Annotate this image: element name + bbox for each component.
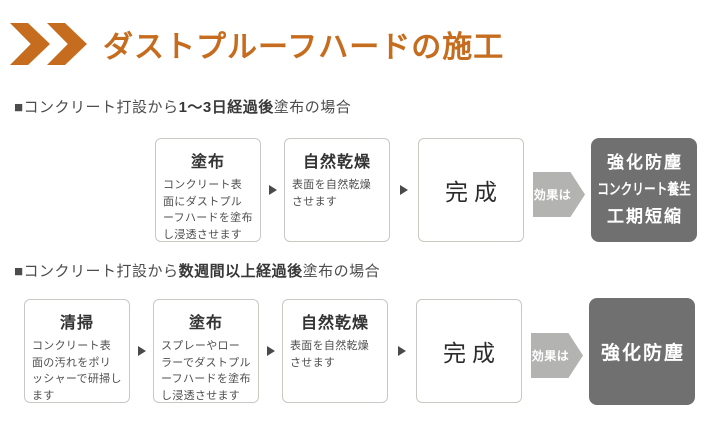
step-title: 自然乾燥 (300, 315, 369, 332)
heading-suffix: 塗布の場合 (273, 99, 352, 116)
heading-emphasis: 1〜3日経過後 (178, 99, 274, 116)
double-chevron-icon (10, 23, 50, 65)
complete-label: 完成 (443, 340, 501, 366)
step-title: 塗布 (188, 315, 223, 332)
result-box: 強化防塵 (589, 298, 695, 405)
section-2-heading: ■コンクリート打設から数週間以上経過後塗布の場合 (14, 260, 380, 281)
step-box-apply: 塗布 スプレーやローラーでダストプルーフハードを塗布し浸透させます (153, 299, 259, 403)
step-description: 表面を自然乾燥させます (292, 179, 372, 208)
heading-suffix: 塗布の場合 (302, 263, 381, 280)
result-line: 工期短縮 (607, 207, 683, 226)
arrow-right-icon (388, 299, 416, 403)
step-box-apply: 塗布 コンクリート表面にダストプルーフハードを塗布し浸透させます (155, 138, 261, 242)
step-box-dry: 自然乾燥 表面を自然乾燥させます (282, 299, 388, 403)
step-description: 表面を自然乾燥させます (290, 340, 370, 369)
effect-arrow-icon: 効果は (533, 172, 585, 217)
heading-prefix: ■コンクリート打設から (14, 263, 179, 280)
step-description: コンクリート表面の汚れをポリッシャーで研掃します (32, 340, 122, 402)
effect-label: 効果は (531, 349, 570, 363)
result-line: 強化防塵 (600, 343, 685, 364)
arrow-right-icon (259, 299, 282, 403)
result-box: 強化防塵 コンクリート養生 工期短縮 (591, 138, 697, 242)
heading-emphasis: 数週間以上経過後 (178, 263, 303, 280)
step-box-complete: 完成 (418, 138, 524, 242)
effect-label: 効果は (533, 188, 572, 202)
result-line: コンクリート養生 (597, 181, 691, 198)
result-line: 強化防塵 (607, 153, 683, 173)
step-box-clean: 清掃 コンクリート表面の汚れをポリッシャーで研掃します (24, 299, 130, 403)
effect-arrow-icon: 効果は (531, 333, 583, 378)
flow-row-2: 清掃 コンクリート表面の汚れをポリッシャーで研掃します 塗布 スプレーやローラー… (24, 298, 695, 405)
double-chevron-icon (47, 23, 87, 65)
step-title: 塗布 (190, 154, 225, 171)
heading-prefix: ■コンクリート打設から (14, 99, 179, 116)
section-1-heading: ■コンクリート打設から1〜3日経過後塗布の場合 (14, 96, 351, 117)
arrow-right-icon (130, 299, 153, 403)
step-title: 清掃 (59, 315, 94, 332)
complete-label: 完成 (445, 179, 503, 205)
page-title: ダストプルーフハードの施工 (103, 31, 505, 64)
step-box-complete: 完成 (416, 299, 522, 403)
arrow-right-icon (261, 138, 284, 242)
arrow-right-icon (390, 138, 418, 242)
page-header: ダストプルーフハードの施工 (10, 22, 504, 66)
step-box-dry: 自然乾燥 表面を自然乾燥させます (284, 138, 390, 242)
step-description: コンクリート表面にダストプルーフハードを塗布し浸透させます (163, 179, 253, 241)
step-title: 自然乾燥 (302, 154, 371, 171)
flow-row-1: 塗布 コンクリート表面にダストプルーフハードを塗布し浸透させます 自然乾燥 表面… (155, 138, 697, 242)
step-description: スプレーやローラーでダストプルーフハードを塗布し浸透させます (161, 340, 251, 402)
